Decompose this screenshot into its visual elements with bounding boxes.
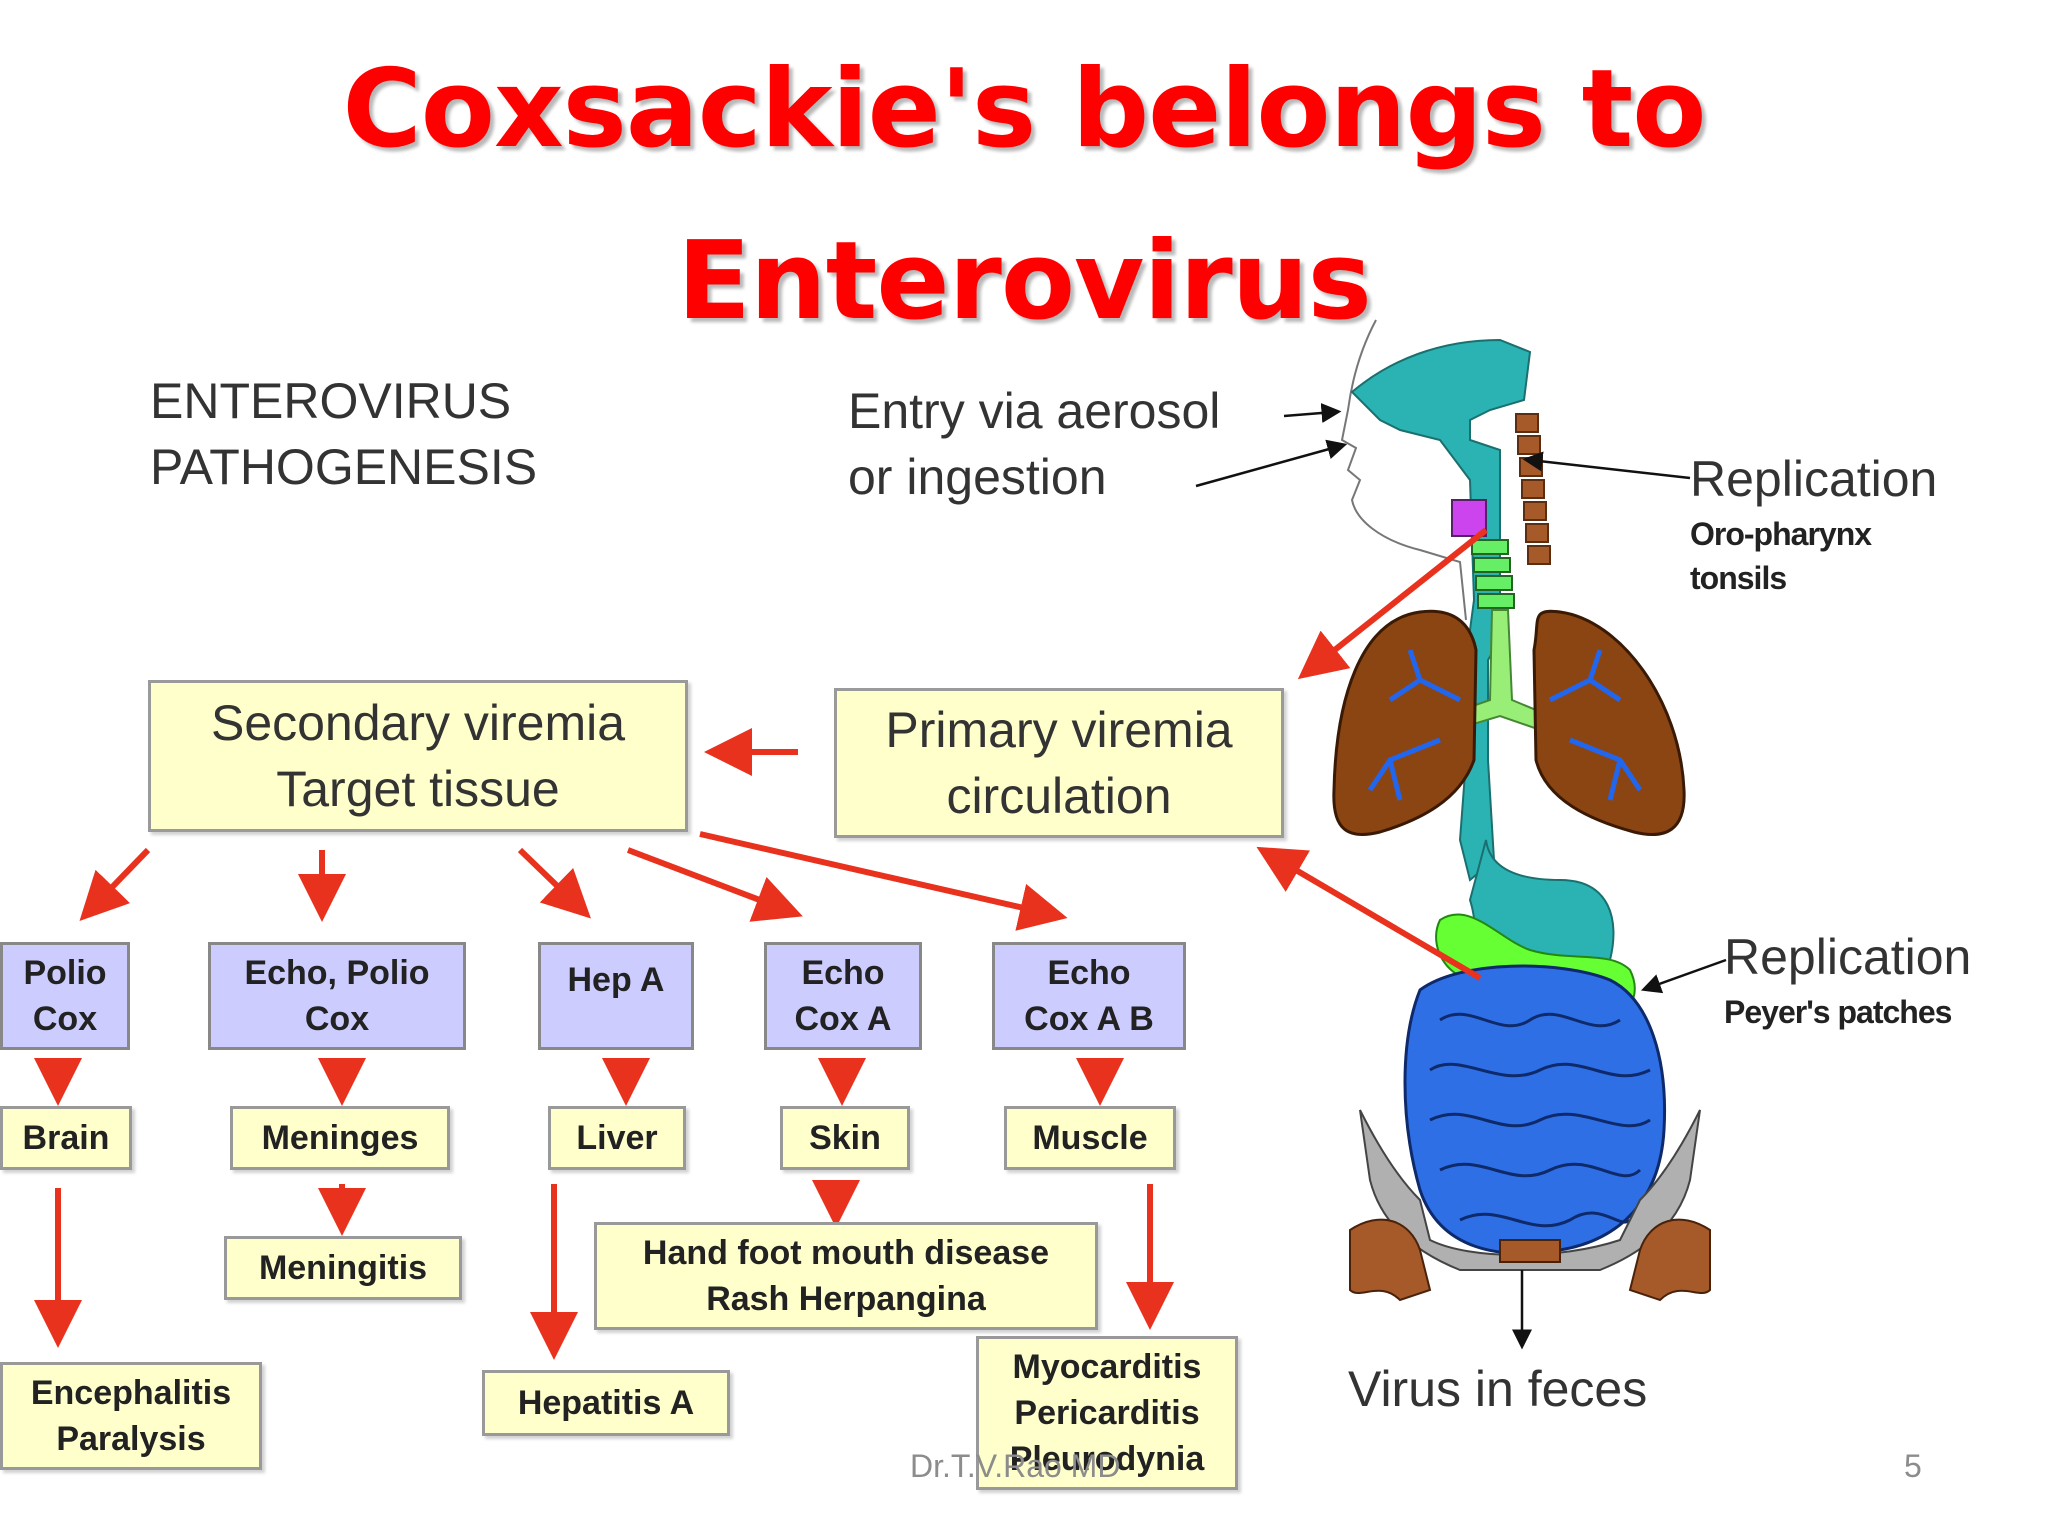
spine: [1515, 413, 1551, 565]
right-lung: [1532, 609, 1686, 837]
left-lung: [1332, 609, 1478, 837]
site-tonsils: tonsils: [1690, 560, 1787, 596]
virus-line-2: Cox A B: [1024, 1000, 1154, 1038]
feces-label: Virus in feces: [1348, 1361, 1648, 1417]
tissue-box-skin: Skin: [780, 1106, 910, 1170]
trachea: [1471, 539, 1515, 609]
title-line-2: Enterovirus: [677, 219, 1372, 344]
pelvis: [1359, 1109, 1701, 1271]
tissue-box-muscle: Muscle: [1004, 1106, 1176, 1170]
entry-arrow-1: [1283, 403, 1342, 423]
disease-line-1: Myocarditis: [1012, 1348, 1202, 1386]
entry-label: Entry via aerosol or ingestion: [848, 378, 1220, 510]
virus-line-2: Cox: [304, 1000, 370, 1038]
throat-to-primary-arrow: [1297, 527, 1488, 680]
disease-box-myocarditis: Myocarditis Pericarditis Pleurodynia: [976, 1336, 1238, 1490]
site-oro-pharynx: Oro-pharynx: [1690, 516, 1872, 552]
lung-vessels: [1367, 649, 1643, 801]
replication-top-sites: Oro-pharynx tonsils: [1690, 512, 1872, 600]
primary-viremia-line-1: Primary viremia: [885, 702, 1233, 758]
disease-line-2: Rash Herpangina: [706, 1280, 986, 1318]
replication-bottom-pointer: [1640, 958, 1727, 994]
virus-line-1: Polio: [23, 954, 107, 992]
virus-box-echo-cox-a-b: Echo Cox A B: [992, 942, 1186, 1050]
entry-line-2: or ingestion: [848, 449, 1107, 505]
secondary-viremia-box: Secondary viremia Target tissue: [148, 680, 688, 832]
intestines: [1403, 964, 1667, 1255]
head-outline: [1340, 319, 1467, 621]
virus-box-polio-cox: Polio Cox: [0, 942, 130, 1050]
disease-line-2: Pericarditis: [1014, 1394, 1200, 1432]
disease-line-1: Encephalitis: [30, 1374, 232, 1412]
gut-to-primary-arrow: [1256, 846, 1482, 981]
virus-line-2: Cox: [32, 1000, 98, 1038]
entry-line-1: Entry via aerosol: [848, 383, 1221, 439]
entry-arrow-2: [1195, 439, 1348, 488]
replication-bottom-site: Peyer's patches: [1724, 994, 1952, 1030]
virus-line-1: Echo, Polio: [244, 954, 430, 992]
pelvis-bones: [1349, 1218, 1711, 1302]
primary-viremia-box: Primary viremia circulation: [834, 688, 1284, 838]
disease-box-meningitis: Meningitis: [224, 1236, 462, 1300]
heading-line-1: ENTEROVIRUS: [150, 373, 512, 429]
secondary-to-echo-coxa-arrow: [626, 847, 803, 922]
virus-line-1: Hep A: [567, 961, 665, 999]
disease-box-hepatitis-a: Hepatitis A: [482, 1370, 730, 1436]
disease-line-1: Hand foot mouth disease: [642, 1234, 1050, 1272]
disease-line-3: Pleurodynia: [1009, 1440, 1205, 1478]
secondary-to-echo-coxab-arrow: [699, 831, 1068, 931]
footer-page-number: 5: [1904, 1448, 1922, 1484]
replication-top-pointer: [1522, 451, 1691, 480]
virus-line-1: Echo: [801, 954, 885, 992]
disease-box-encephalitis: Encephalitis Paralysis: [0, 1362, 262, 1470]
virus-box-echo-cox-a: Echo Cox A: [764, 942, 922, 1050]
replication-bottom-label: Replication: [1724, 929, 1972, 985]
virus-box-echo-polio-cox: Echo, Polio Cox: [208, 942, 466, 1050]
secondary-viremia-line-2: Target tissue: [276, 761, 560, 817]
primary-viremia-line-2: circulation: [946, 768, 1172, 824]
title-line-1: Coxsackie's belongs to: [342, 47, 1706, 172]
diagram-heading: ENTEROVIRUS PATHOGENESIS: [150, 368, 537, 500]
intestine-coils: [1429, 1012, 1651, 1228]
tissue-box-brain: Brain: [0, 1106, 132, 1170]
tissue-box-liver: Liver: [548, 1106, 686, 1170]
virus-box-hep-a: Hep A: [538, 942, 694, 1050]
footer-author: Dr.T.V.Rao MD: [910, 1448, 1121, 1484]
virus-line-2: Cox A: [794, 1000, 892, 1038]
larynx: [1451, 499, 1487, 537]
virus-line-1: Echo: [1047, 954, 1131, 992]
disease-line-2: Paralysis: [56, 1420, 206, 1458]
heading-line-2: PATHOGENESIS: [150, 439, 538, 495]
disease-box-hfmd: Hand foot mouth disease Rash Herpangina: [594, 1222, 1098, 1330]
secondary-to-hepa-arrow: [517, 847, 591, 919]
replication-top-label: Replication: [1690, 451, 1938, 507]
secondary-to-polio-arrow: [79, 847, 151, 921]
secondary-viremia-line-1: Secondary viremia: [210, 695, 626, 751]
tissue-box-meninges: Meninges: [230, 1106, 450, 1170]
